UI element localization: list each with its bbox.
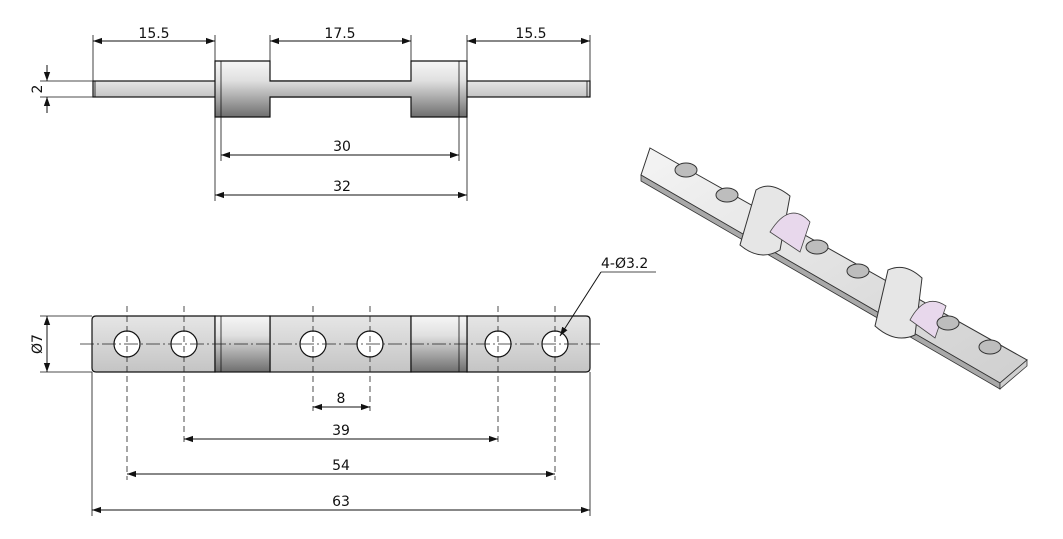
top-view: 15.5 17.5 15.5 2 30 32 [30,26,591,201]
iso-hole-4 [846,263,870,279]
top-barrel [214,60,468,118]
dim-outer-width: 32 [333,179,351,195]
iso-hole-3 [805,239,829,255]
top-right-plate [463,80,591,98]
dim-left-length: 15.5 [138,26,169,42]
iso-left-knuckle [739,185,791,256]
top-left-plate [92,80,218,98]
dim-inner-spacing: 39 [332,423,350,439]
dim-height: Ø7 [30,334,46,354]
iso-hole-1 [674,162,698,178]
dim-outer-spacing: 54 [332,458,350,474]
iso-right-cut-face [909,301,947,339]
iso-hole-6 [978,339,1002,355]
dim-inner-width: 30 [333,139,351,155]
iso-hole-2 [715,187,739,203]
dim-overall-length: 63 [332,494,350,510]
iso-plate-top [640,147,1028,384]
iso-plate-side [640,174,1001,390]
dim-hole-spacing: 8 [337,391,346,407]
iso-left-cut-face [769,212,811,253]
iso-hole-5 [936,315,960,331]
dim-right-length: 15.5 [515,26,546,42]
dim-holes-callout: 4-Ø3.2 [601,256,648,272]
front-view: Ø7 8 39 54 63 4-Ø3.2 [30,256,656,516]
isometric-view [640,147,1028,390]
dim-middle-length: 17.5 [324,26,355,42]
dim-thickness: 2 [30,85,46,94]
